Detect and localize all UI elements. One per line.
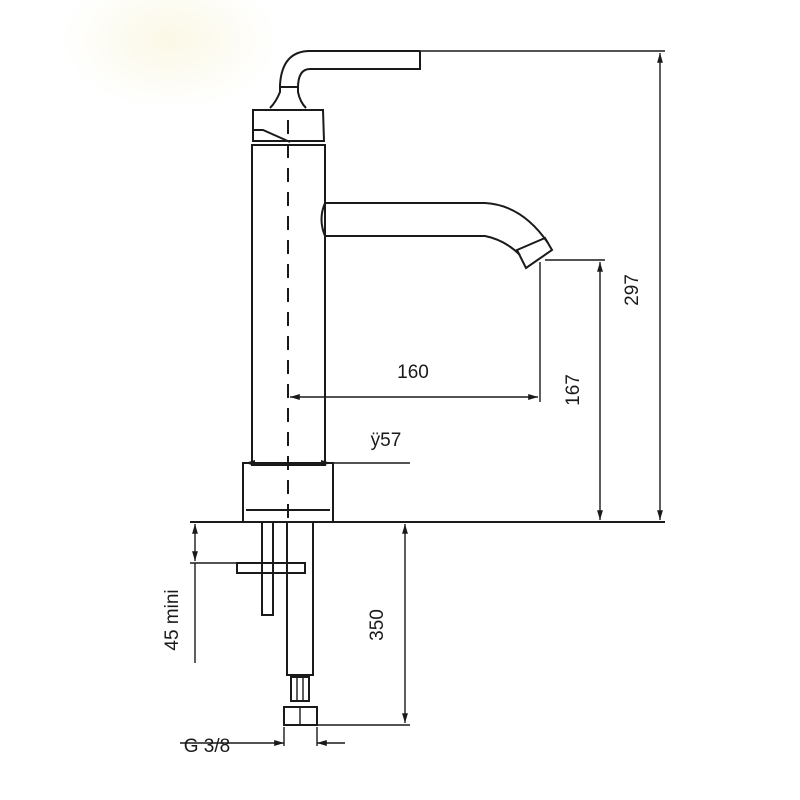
background-smudge bbox=[60, 0, 280, 110]
label-160: 160 bbox=[397, 362, 429, 383]
lever-handle bbox=[269, 50, 421, 109]
label-167: 167 bbox=[563, 374, 584, 406]
label-45-mini: 45 mini bbox=[162, 589, 183, 650]
label-297: 297 bbox=[622, 274, 643, 306]
mounting-rod bbox=[236, 521, 306, 616]
cartridge-cap bbox=[252, 109, 326, 143]
label-350: 350 bbox=[367, 609, 388, 641]
label-g38: G 3/8 bbox=[184, 736, 230, 757]
label-57: ÿ57 bbox=[371, 430, 402, 451]
supply-hose bbox=[283, 521, 318, 726]
spout bbox=[320, 202, 554, 270]
